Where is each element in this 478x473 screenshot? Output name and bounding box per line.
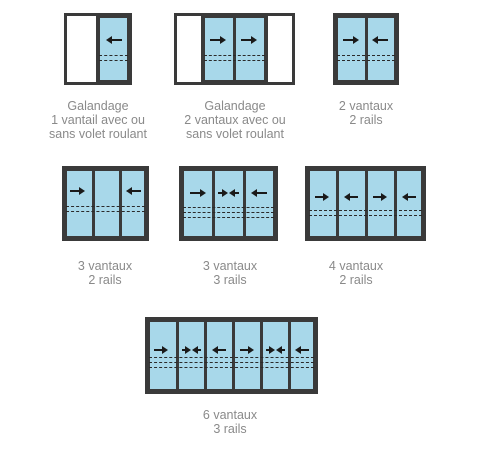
rail-line [337, 60, 395, 61]
arrow-left-icon [192, 346, 201, 354]
rail-line [149, 362, 314, 363]
caption-line: Galandage [67, 99, 129, 113]
arrow-right-icon [343, 36, 359, 44]
caption-line: 3 vantaux [202, 259, 258, 273]
frame-divider [201, 13, 203, 85]
rail-line [149, 367, 314, 368]
arrow-right-icon [218, 189, 228, 197]
frame-divider [266, 13, 268, 85]
glass-pane [366, 16, 396, 82]
arrow-right-icon [182, 346, 191, 354]
glass-pane [65, 169, 94, 238]
caption-line: 4 vantaux [328, 259, 384, 273]
arrow-left-icon [106, 36, 122, 44]
caption-line: 3 rails [213, 273, 247, 287]
glass-pane [366, 169, 396, 238]
glass-pane [336, 16, 367, 82]
rail-line [309, 215, 422, 216]
caption-line: 3 vantaux [77, 259, 133, 273]
caption-galandage-1: Galandage 1 vantail avec ou sans volet r… [20, 99, 176, 141]
glass-pane [205, 320, 234, 391]
arrow-right-icon [373, 193, 387, 201]
arrow-left-icon [295, 346, 309, 354]
arrow-right-icon [241, 36, 257, 44]
glass-pane [213, 169, 245, 238]
arrow-left-icon [344, 193, 358, 201]
rail-line [204, 55, 265, 56]
arrow-right-icon [210, 36, 226, 44]
arrow-right-icon [70, 187, 85, 195]
rail-line [183, 207, 274, 208]
glass-pane [98, 16, 129, 82]
glass-pane [244, 169, 275, 238]
arrow-right-icon [154, 346, 168, 354]
caption-line: 2 rails [339, 273, 373, 287]
arrow-right-icon [266, 346, 275, 354]
arrow-left-icon [372, 36, 388, 44]
rail-line [309, 210, 422, 211]
glass-pane [395, 169, 423, 238]
arrow-left-icon [212, 346, 226, 354]
caption-line: Galandage [204, 99, 266, 113]
caption-line: 2 rails [88, 273, 122, 287]
rail-line [149, 357, 314, 358]
arrow-right-icon [315, 193, 329, 201]
rail-line [204, 60, 265, 61]
caption-line: 6 vantaux [202, 408, 258, 422]
glass-pane [234, 16, 266, 82]
caption-line: 3 rails [213, 422, 247, 436]
glass-pane [93, 169, 121, 238]
glass-pane [261, 320, 290, 391]
caption-line: sans volet roulant [49, 127, 147, 141]
arrow-right-icon [190, 189, 206, 197]
glass-pane [308, 169, 338, 238]
arrow-left-icon [402, 193, 416, 201]
rail-line [99, 55, 128, 56]
rail-line [66, 211, 145, 212]
caption-line: sans volet roulant [186, 127, 284, 141]
caption-line: 1 vantail avec ou [51, 113, 145, 127]
rail-line [99, 60, 128, 61]
arrow-left-icon [229, 189, 239, 197]
glass-pane [182, 169, 214, 238]
rail-line [183, 212, 274, 213]
caption-2v-2r: 2 vantaux 2 rails [316, 99, 416, 127]
arrow-left-icon [276, 346, 285, 354]
arrow-left-icon [126, 187, 141, 195]
glass-pane [233, 320, 262, 391]
caption-galandage-2: Galandage 2 vantaux avec ou sans volet r… [157, 99, 313, 141]
arrow-right-icon [240, 346, 254, 354]
caption-6v-3r: 6 vantaux 3 rails [180, 408, 280, 436]
glass-pane [337, 169, 367, 238]
glass-pane [148, 320, 178, 391]
caption-line: 2 rails [349, 113, 383, 127]
glass-pane [203, 16, 235, 82]
rail-line [183, 217, 274, 218]
glass-pane [177, 320, 206, 391]
frame-divider [96, 13, 98, 85]
rail-line [337, 55, 395, 56]
arrow-left-icon [251, 189, 267, 197]
rail-line [66, 206, 145, 207]
caption-3v-2r: 3 vantaux 2 rails [55, 259, 155, 287]
caption-4v-2r: 4 vantaux 2 rails [306, 259, 406, 287]
caption-3v-3r: 3 vantaux 3 rails [180, 259, 280, 287]
caption-line: 2 vantaux avec ou [184, 113, 286, 127]
glass-pane [120, 169, 146, 238]
caption-line: 2 vantaux [338, 99, 394, 113]
glass-pane [289, 320, 315, 391]
